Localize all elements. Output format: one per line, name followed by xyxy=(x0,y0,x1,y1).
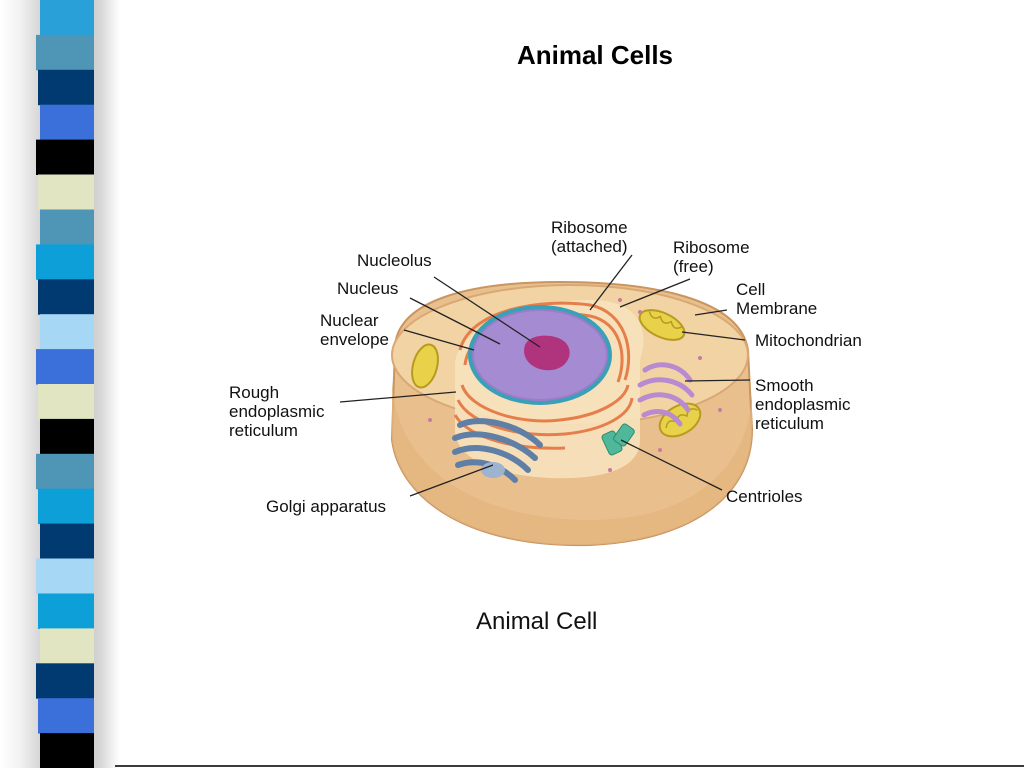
ribbon-block xyxy=(40,418,94,455)
smooth-er-shape xyxy=(637,362,695,427)
label-ribosome-attached: Ribosome(attached) xyxy=(551,218,628,256)
ribbon-block xyxy=(38,698,94,734)
label-centrioles: Centrioles xyxy=(726,487,803,506)
ribbon-block xyxy=(36,349,94,385)
leader-centrioles xyxy=(620,439,723,491)
free-ribosome-dots xyxy=(428,298,722,472)
ribbon-block xyxy=(36,558,94,594)
ribbon-block xyxy=(40,0,94,36)
ribbon-block xyxy=(38,488,94,525)
ribbon-block xyxy=(40,628,94,664)
decorative-ribbon xyxy=(36,0,94,768)
leader-nuclear-envelope xyxy=(403,329,475,351)
ribbon-block xyxy=(38,174,94,210)
ribbon-block xyxy=(40,209,94,245)
ribbon-block xyxy=(38,279,94,315)
ribbon-block xyxy=(36,663,94,699)
diagram-caption: Animal Cell xyxy=(476,608,598,635)
leader-ribosome-free xyxy=(619,278,691,308)
leader-lines xyxy=(339,254,751,497)
bottom-divider xyxy=(115,765,1024,767)
leader-nucleolus xyxy=(433,276,541,348)
ribbon-block xyxy=(38,593,94,629)
leader-mitochondrian xyxy=(681,331,746,341)
ribbon-block xyxy=(36,453,94,490)
leader-cell-membrane xyxy=(694,309,728,316)
ribbon-block xyxy=(38,69,94,106)
label-golgi: Golgi apparatus xyxy=(266,497,387,516)
slide-title: Animal Cells xyxy=(516,40,674,70)
leader-nucleus xyxy=(409,297,501,345)
label-ribosome-free: Ribosome(free) xyxy=(673,238,750,276)
ribbon-block xyxy=(36,244,94,280)
ribbon-block xyxy=(40,733,94,768)
centrioles-shape xyxy=(601,423,635,456)
leader-golgi xyxy=(409,464,494,497)
label-nucleolus: Nucleolus xyxy=(357,251,432,270)
leader-ribosome-attached xyxy=(589,254,633,311)
golgi-shape xyxy=(452,418,543,483)
ribbon-block xyxy=(40,523,94,559)
label-nucleus: Nucleus xyxy=(337,279,399,298)
nucleus-shape xyxy=(468,305,612,405)
ribbon-block xyxy=(40,314,94,350)
leader-rough-er xyxy=(339,391,457,403)
ribbon-block xyxy=(40,104,94,141)
ribbon-block xyxy=(36,139,94,175)
label-mitochondrian: Mitochondrian xyxy=(755,331,862,350)
leader-smooth-er xyxy=(684,379,751,382)
ribbon-block xyxy=(38,384,94,420)
ribbon-block xyxy=(36,34,94,71)
